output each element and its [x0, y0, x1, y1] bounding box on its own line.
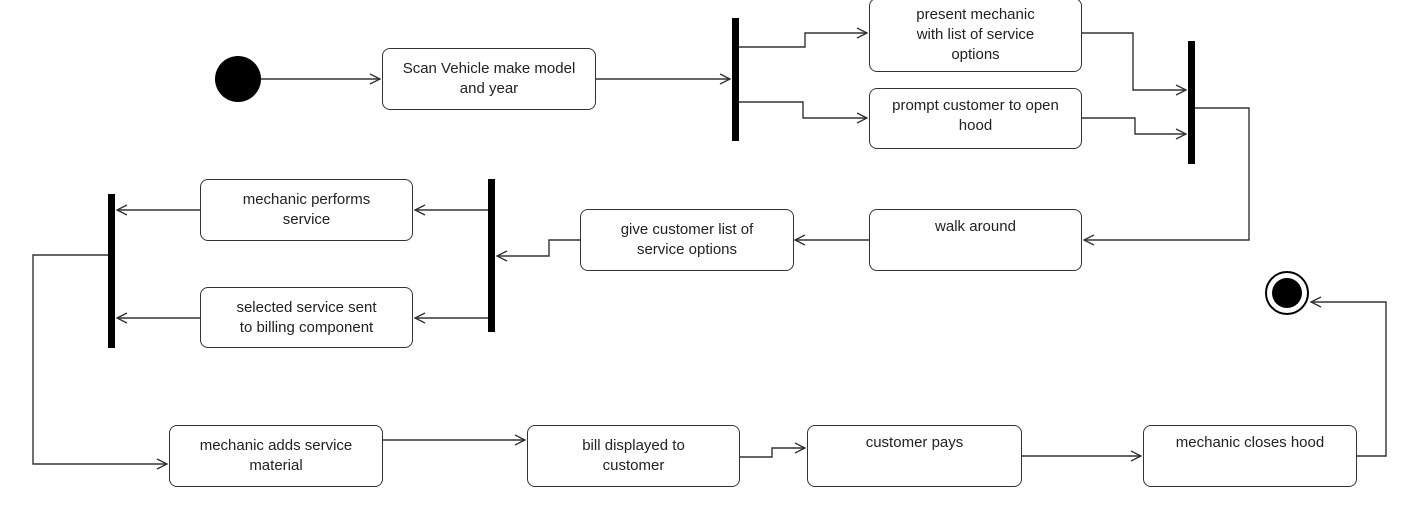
edge-fork1-to-present [739, 33, 867, 48]
join-bar-2 [108, 194, 115, 348]
node-mechanic-adds: mechanic adds service material [169, 425, 383, 487]
node-give-customer-list: give customer list of service options [580, 209, 794, 271]
edge-closes-to-end [1311, 302, 1387, 457]
edge-prompt-to-join1 [1082, 117, 1186, 134]
edge-join1-to-walk [1084, 107, 1250, 240]
edge-give-to-fork2 [497, 239, 580, 256]
edge-present-to-join1 [1082, 32, 1186, 90]
edge-bill-to-pays [740, 448, 805, 458]
node-bill-displayed: bill displayed to customer [527, 425, 740, 487]
fork-bar-2 [488, 179, 495, 332]
node-scan-vehicle: Scan Vehicle make model and year [382, 48, 596, 110]
initial-node [215, 56, 261, 102]
node-selected-service: selected service sent to billing compone… [200, 287, 413, 348]
fork-bar-1 [732, 18, 739, 141]
node-prompt-customer: prompt customer to open hood [869, 88, 1082, 149]
node-customer-pays: customer pays [807, 425, 1022, 487]
edge-fork1-to-prompt [739, 101, 867, 118]
node-present-mechanic: present mechanic with list of service op… [869, 0, 1082, 72]
node-mechanic-closes: mechanic closes hood [1143, 425, 1357, 487]
final-node-dot [1272, 278, 1302, 308]
node-walk-around: walk around [869, 209, 1082, 271]
join-bar-1 [1188, 41, 1195, 164]
node-mechanic-performs: mechanic performs service [200, 179, 413, 241]
edge-join2-to-adds [32, 254, 167, 464]
